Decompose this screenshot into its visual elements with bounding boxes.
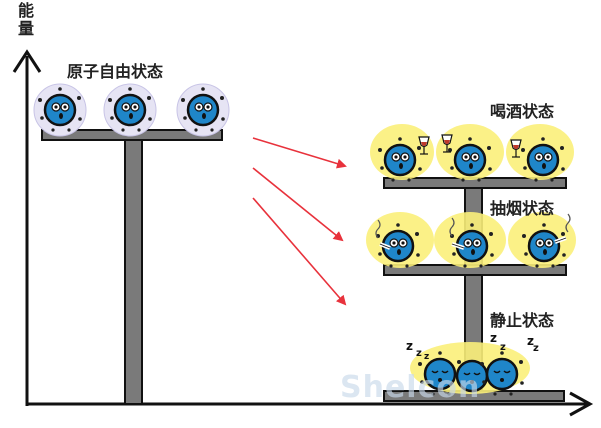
energy-axis-label: 能量 — [17, 1, 34, 38]
wine-glass-icon — [441, 134, 453, 153]
snore-z: z — [533, 343, 539, 354]
snore-z: z — [490, 331, 497, 345]
smoking-state-label: 抽烟状态 — [490, 199, 555, 218]
free-atom — [103, 83, 157, 137]
snore-z: z — [416, 348, 422, 359]
snore-z: z — [424, 352, 429, 362]
cigarette-icon — [554, 213, 571, 244]
wine-glass-icon — [418, 136, 430, 155]
stacked-pedestal — [383, 177, 567, 402]
energy-axis — [12, 49, 42, 406]
snore-z: z — [527, 334, 534, 348]
free-state-pedestal — [41, 129, 223, 405]
free-atom — [176, 83, 230, 137]
snore-z: z — [500, 342, 506, 353]
free-state-label: 原子自由状态 — [67, 62, 164, 81]
resting-state-label: 静止状态 — [490, 311, 555, 330]
cigarette-icon — [449, 217, 465, 250]
snore-z: z — [406, 339, 413, 353]
free-atom — [33, 83, 87, 137]
transition-arrow — [252, 137, 347, 169]
watermark: Shelcon — [340, 370, 481, 405]
drinking-state-label: 喝酒状态 — [490, 102, 555, 121]
transition-arrow — [252, 197, 347, 306]
cigarette-icon — [375, 219, 391, 250]
baseline-axis — [27, 391, 594, 417]
wine-glass-icon — [510, 139, 522, 158]
transition-arrow — [252, 167, 344, 242]
